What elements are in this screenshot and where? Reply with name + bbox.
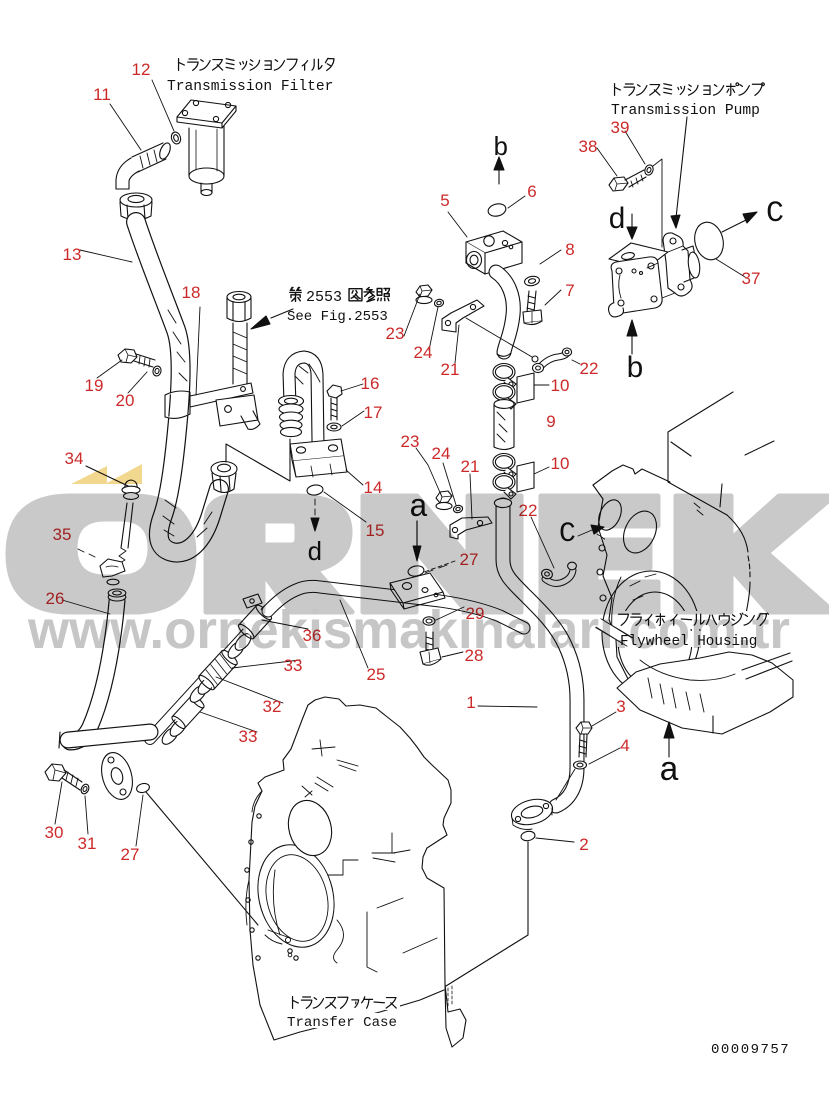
svg-text:4: 4 [620,736,629,755]
svg-text:24: 24 [414,343,433,362]
svg-text:C: C [766,197,784,231]
svg-text:d: d [608,204,626,238]
svg-text:24: 24 [432,444,451,463]
svg-text:31: 31 [78,834,97,853]
svg-text:33: 33 [284,656,303,675]
svg-text:23: 23 [401,432,420,451]
svg-text:27: 27 [121,845,140,864]
svg-text:00009757: 00009757 [711,1042,790,1058]
svg-text:10: 10 [551,454,570,473]
svg-text:14: 14 [364,478,383,497]
svg-text:See Fig.2553: See Fig.2553 [287,309,388,325]
svg-text:20: 20 [116,391,135,410]
svg-text:36: 36 [303,626,322,645]
svg-text:38: 38 [579,137,598,156]
svg-text:7: 7 [565,281,574,300]
svg-text:17: 17 [364,403,383,422]
svg-text:11: 11 [93,85,111,104]
svg-text:18: 18 [182,283,201,302]
svg-text:23: 23 [386,324,405,343]
svg-text:b: b [626,353,644,387]
svg-text:30: 30 [45,823,64,842]
svg-text:2553: 2553 [306,289,342,306]
svg-text:8: 8 [565,240,574,259]
svg-text:3: 3 [616,697,625,716]
svg-text:39: 39 [611,118,630,137]
svg-text:33: 33 [239,727,258,746]
svg-text:12: 12 [132,60,151,79]
svg-text:b: b [493,133,509,163]
svg-text:2: 2 [579,835,588,854]
svg-text:22: 22 [580,359,599,378]
svg-text:Flywheel Housing: Flywheel Housing [620,634,757,650]
svg-text:Transfer Case: Transfer Case [287,1015,397,1031]
svg-text:28: 28 [465,646,484,665]
svg-text:34: 34 [65,449,84,468]
svg-text:25: 25 [367,665,386,684]
svg-text:16: 16 [361,374,380,393]
svg-text:37: 37 [742,269,761,288]
svg-text:10: 10 [551,376,570,395]
svg-text:www.ornekismakinalari.com.tr: www.ornekismakinalari.com.tr [27,600,790,660]
svg-text:19: 19 [85,376,104,395]
svg-text:9: 9 [546,412,555,431]
svg-text:a: a [659,753,679,791]
svg-text:Transmission Filter: Transmission Filter [167,79,333,95]
svg-text:32: 32 [263,697,282,716]
svg-text:13: 13 [63,245,82,264]
svg-text:Transmission Pump: Transmission Pump [611,103,760,119]
svg-text:21: 21 [461,457,480,476]
svg-text:6: 6 [527,182,536,201]
svg-text:5: 5 [440,191,449,210]
svg-text:1: 1 [466,693,475,712]
svg-text:21: 21 [441,360,460,379]
